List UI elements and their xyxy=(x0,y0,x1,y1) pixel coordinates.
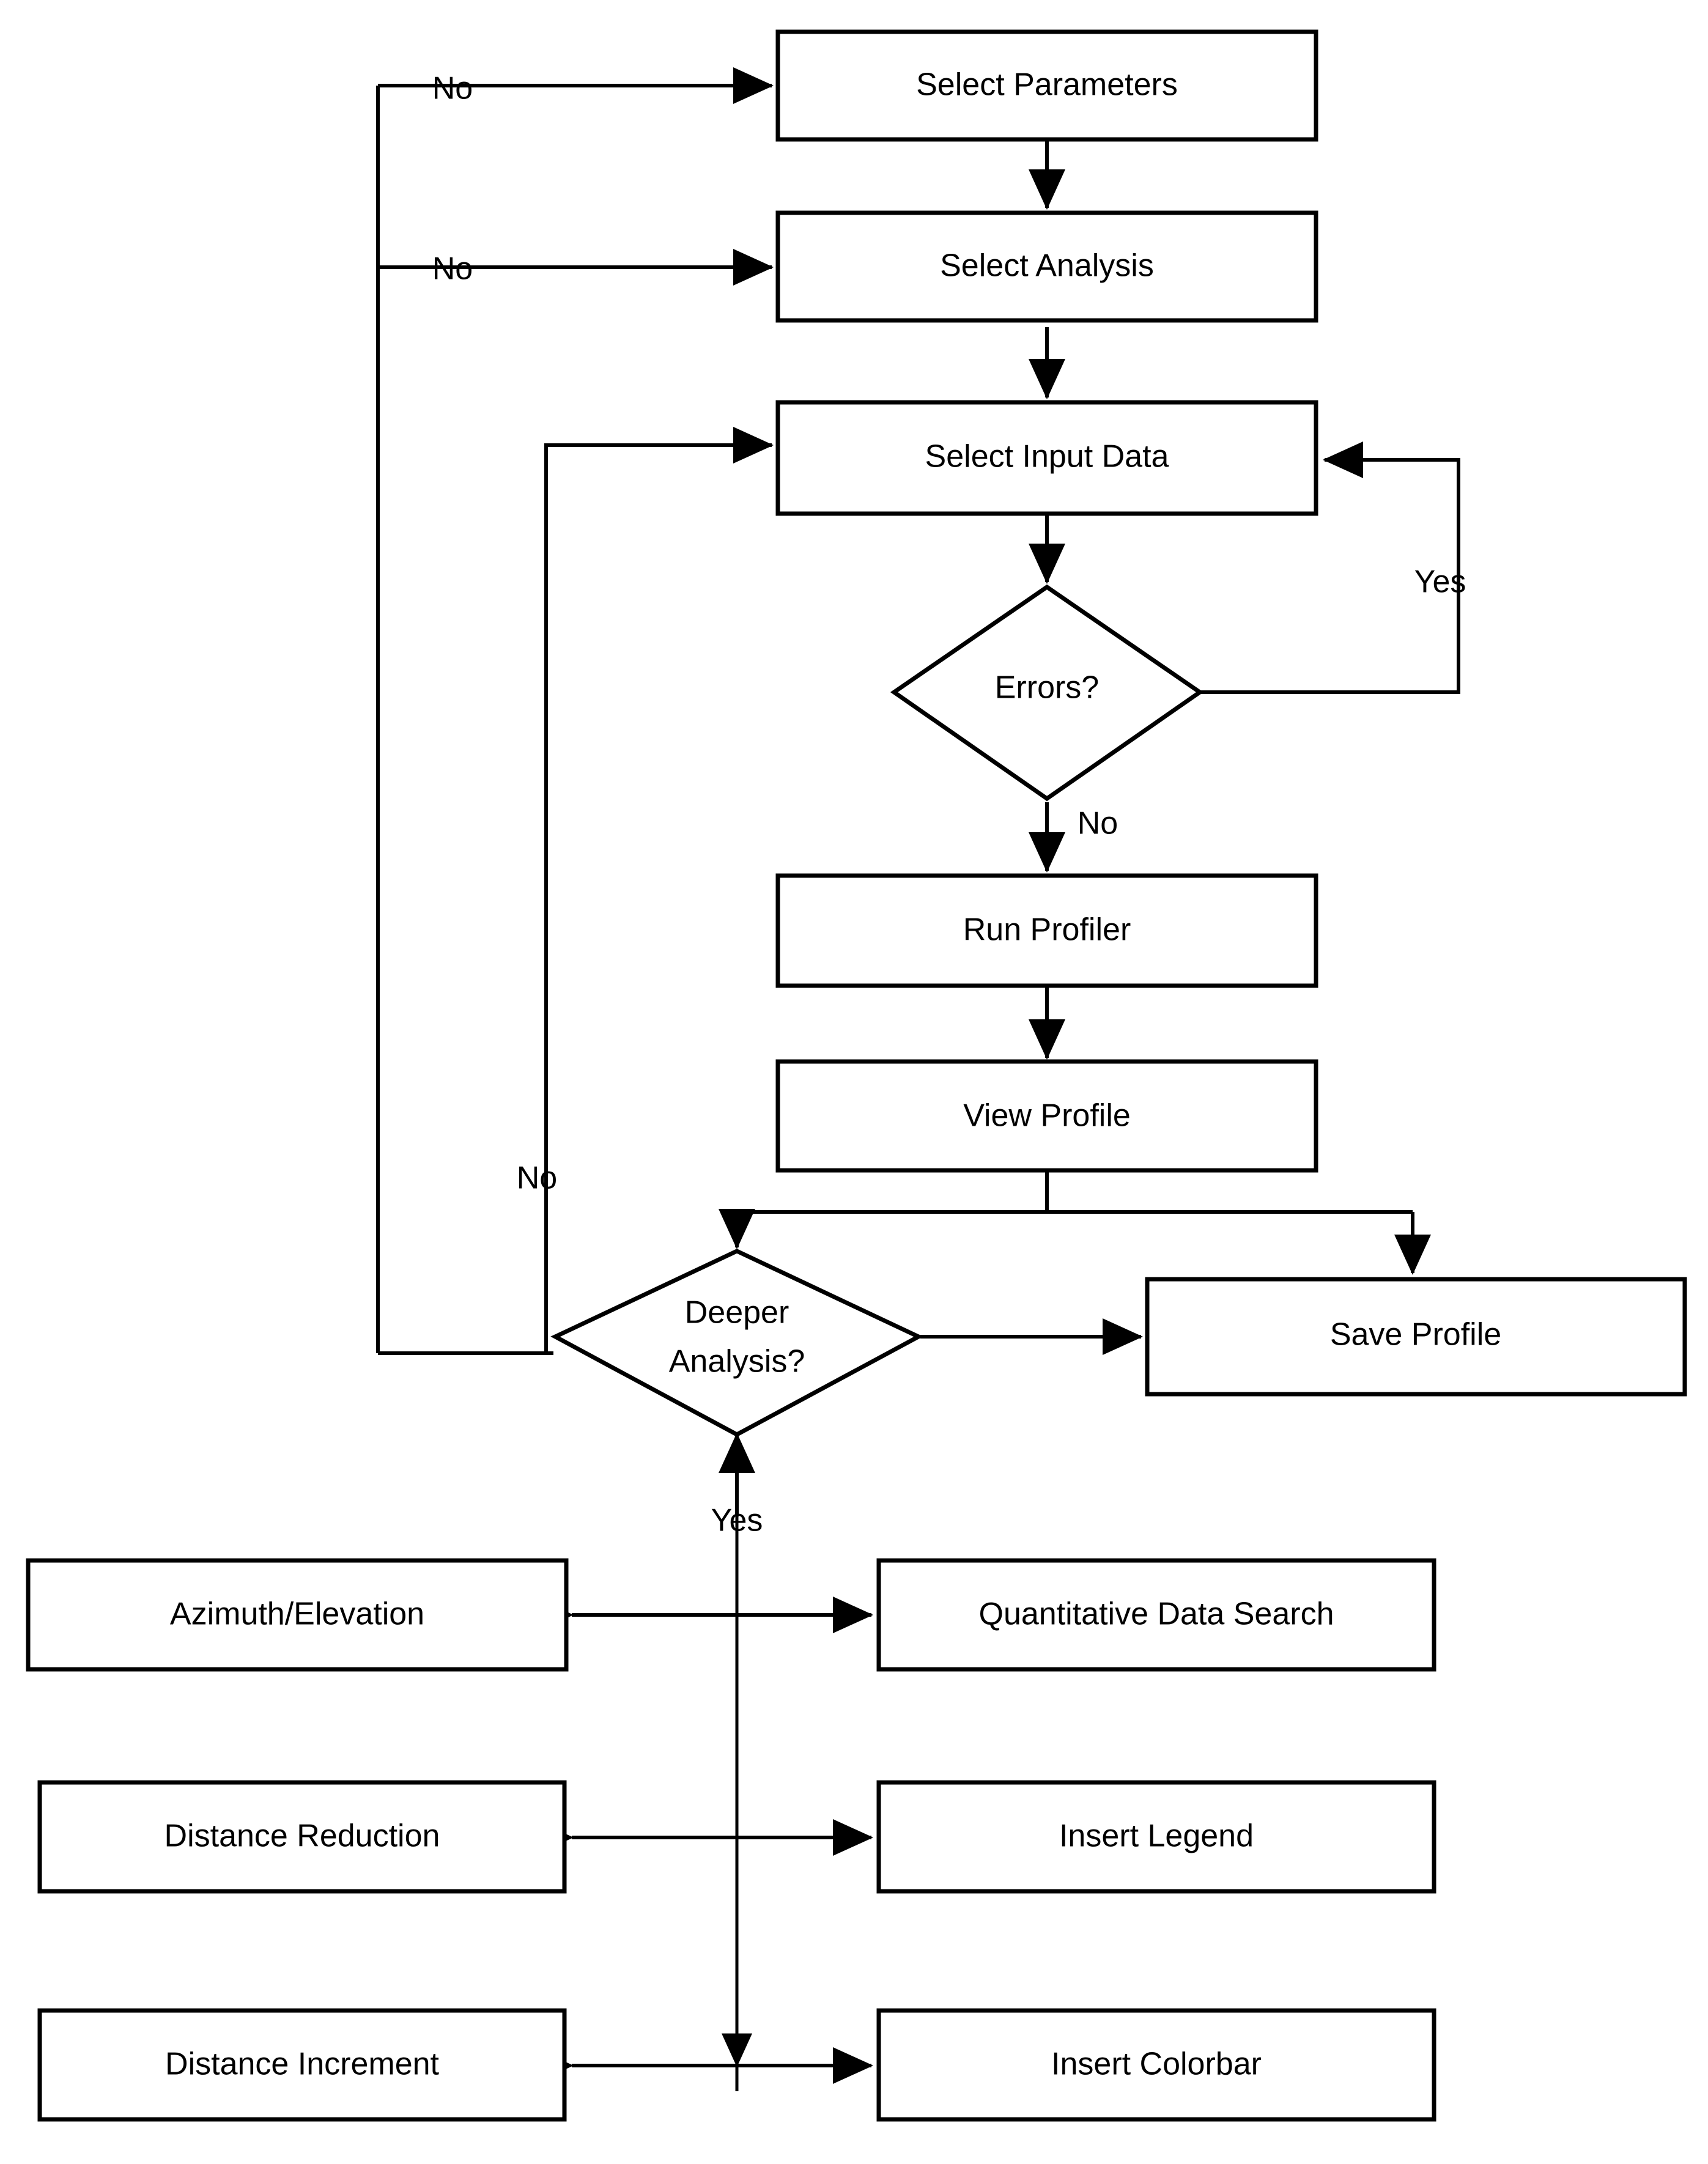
node-distance-reduction[interactable] xyxy=(37,1780,567,1894)
node-run-profiler-label: Run Profiler xyxy=(963,912,1131,948)
node-deeper-analysis-label-line1: Deeper xyxy=(685,1295,789,1331)
node-insert-legend-label: Insert Legend xyxy=(1059,1819,1254,1854)
node-select-analysis[interactable] xyxy=(775,210,1318,323)
edge-errors-yes-to-select-input-data xyxy=(1130,441,1460,694)
node-insert-colorbar[interactable] xyxy=(876,2008,1436,2122)
node-distance-increment[interactable] xyxy=(37,2008,567,2122)
node-insert-legend[interactable] xyxy=(876,1780,1436,1894)
node-save-profile[interactable] xyxy=(1145,1277,1687,1397)
edge-label-no-to-select-parameters: No xyxy=(432,71,473,106)
edge-label-errors-yes: Yes xyxy=(1414,564,1466,600)
node-select-input-data-label: Select Input Data xyxy=(925,439,1169,475)
node-view-profile[interactable] xyxy=(775,1059,1318,1173)
node-distance-reduction-label: Distance Reduction xyxy=(165,1819,440,1854)
node-azimuth-elevation[interactable] xyxy=(26,1558,569,1672)
node-deeper-analysis[interactable] xyxy=(550,1249,923,1437)
node-select-parameters[interactable] xyxy=(775,29,1318,142)
node-select-parameters-label: Select Parameters xyxy=(916,67,1178,103)
edge-label-deeper-yes: Yes xyxy=(711,1503,763,1538)
edge-label-deeper-no: No xyxy=(517,1161,557,1196)
node-errors[interactable] xyxy=(890,584,1204,802)
node-errors-label: Errors? xyxy=(995,670,1099,706)
node-select-analysis-label: Select Analysis xyxy=(940,248,1154,284)
node-deeper-analysis-label-line2: Analysis? xyxy=(669,1344,805,1379)
node-azimuth-elevation-label: Azimuth/Elevation xyxy=(170,1597,424,1632)
edge-label-errors-no: No xyxy=(1078,806,1118,841)
node-view-profile-label: View Profile xyxy=(963,1098,1131,1134)
node-insert-colorbar-label: Insert Colorbar xyxy=(1051,2047,1262,2082)
node-run-profiler[interactable] xyxy=(775,873,1318,988)
node-quant-data-search[interactable] xyxy=(876,1558,1436,1672)
edge-deeper-analysis-no-to-select-input-data xyxy=(544,427,774,1353)
node-distance-increment-label: Distance Increment xyxy=(165,2047,440,2082)
node-quant-data-search-label: Quantitative Data Search xyxy=(979,1597,1334,1632)
node-save-profile-label: Save Profile xyxy=(1330,1317,1501,1353)
edge-label-no-to-select-analysis: No xyxy=(432,251,473,287)
node-select-input-data[interactable] xyxy=(775,400,1318,516)
